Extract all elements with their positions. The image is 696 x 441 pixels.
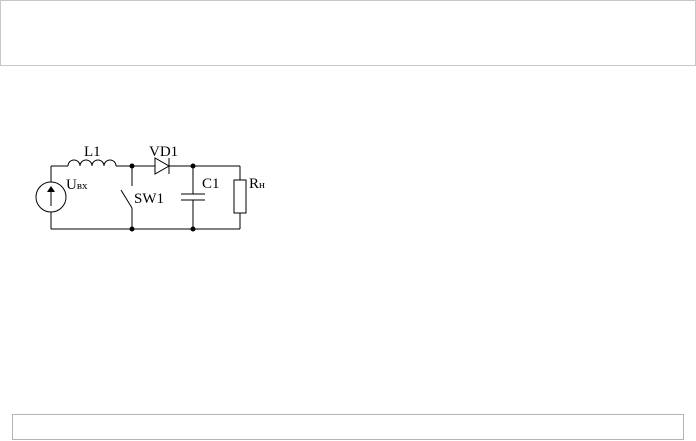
switch-label: SW1 [134,191,164,207]
capacitor [181,166,205,229]
load-label: Rн [249,176,265,192]
junction-node [129,226,135,232]
bottom-panel [12,414,684,440]
inductor [67,159,117,167]
voltage-source [35,166,67,229]
load-resistor [233,166,247,229]
junction-node [190,226,196,232]
inductor-label: L1 [84,144,101,160]
diode-label: VD1 [149,144,178,160]
capacitor-label: C1 [202,176,220,192]
switch [120,166,133,229]
source-label: Uвх [66,177,88,193]
diode [154,157,171,175]
top-panel [0,0,696,66]
